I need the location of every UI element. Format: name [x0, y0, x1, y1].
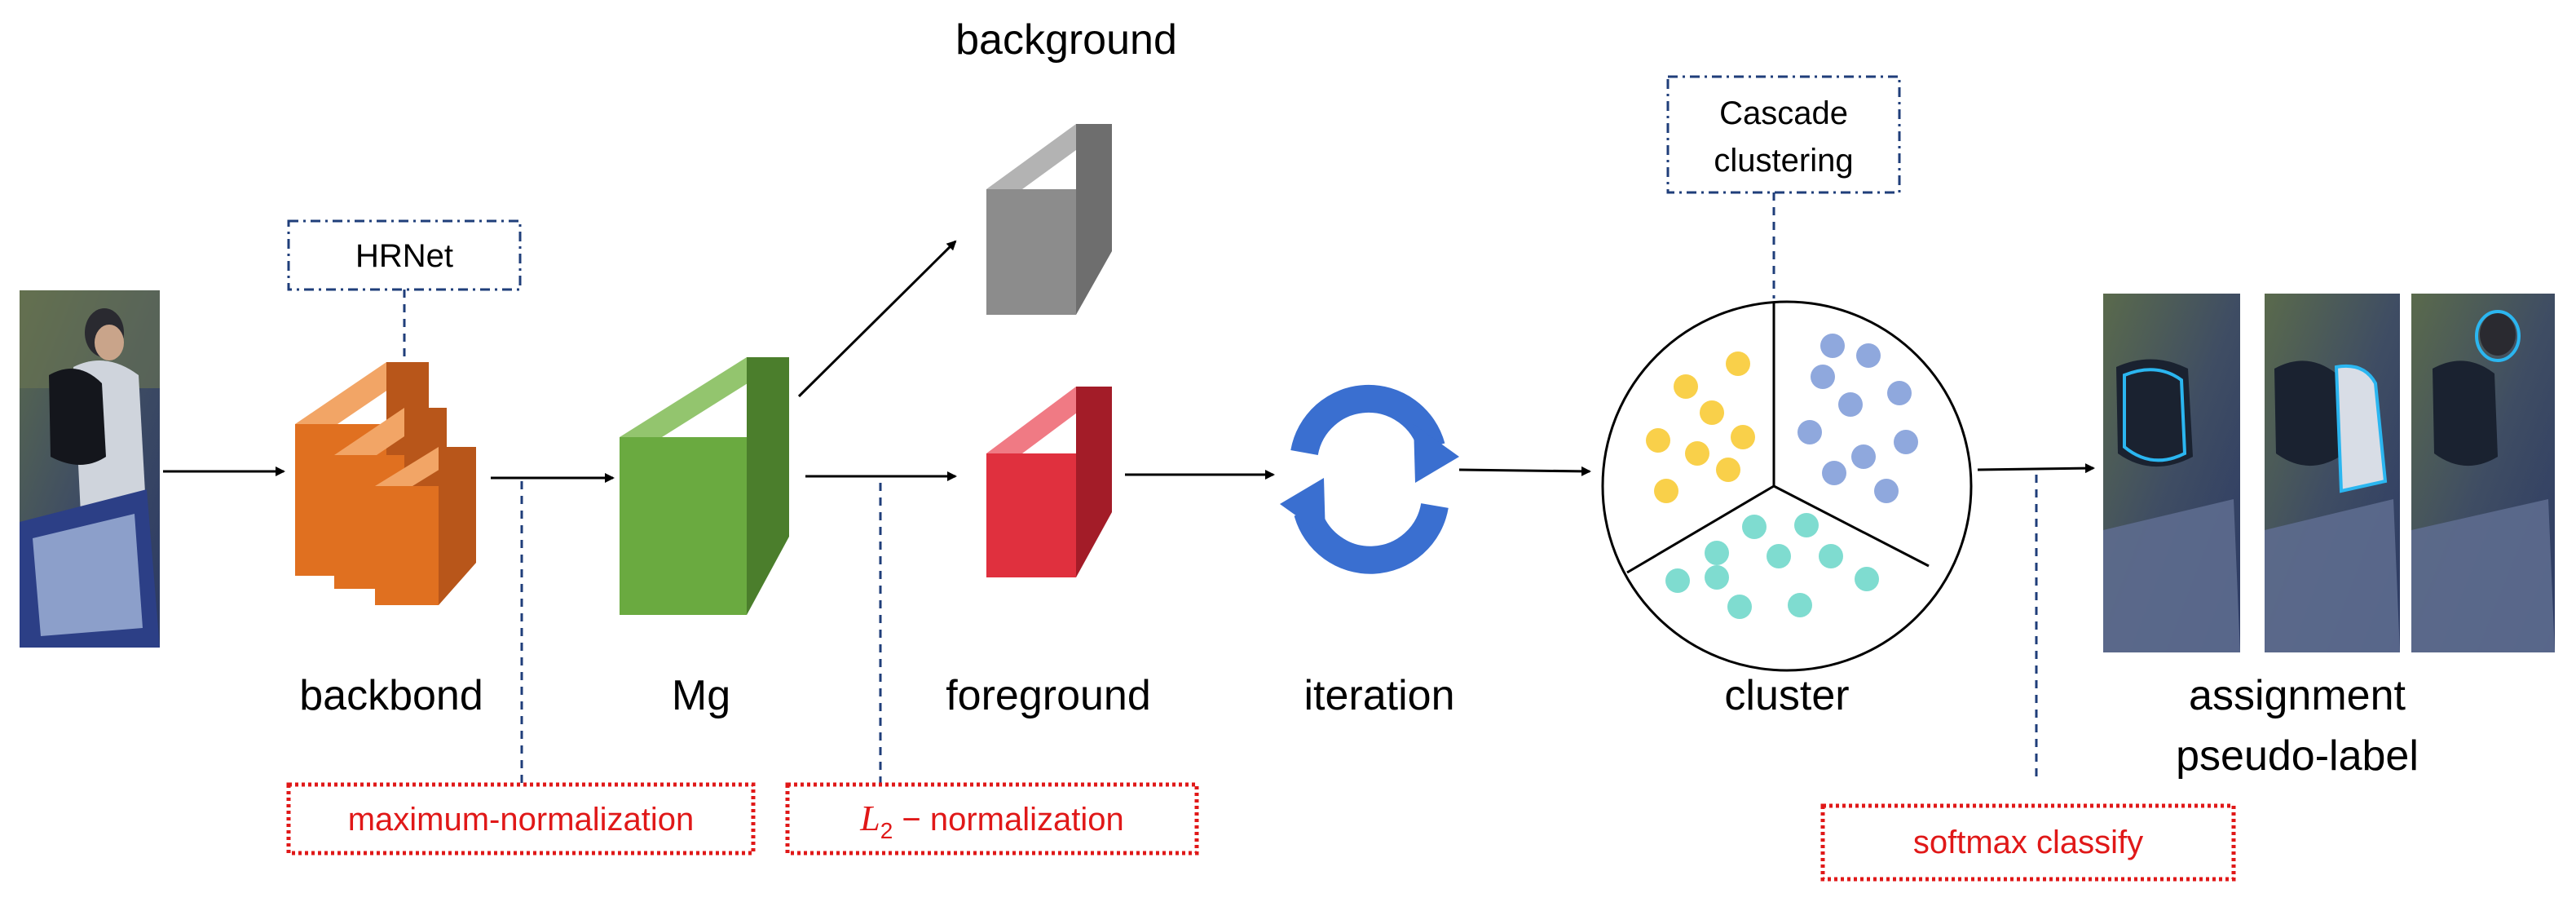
- cascade-label-line2: clustering: [1714, 143, 1853, 179]
- yellow-cluster-dots: [1646, 352, 1755, 503]
- hrnet-annotation-box: [287, 219, 522, 291]
- cycle-arrows-icon: [1280, 384, 1459, 574]
- cluster-circle: [1601, 300, 1973, 672]
- arrow-iteration-to-cluster: [1458, 466, 1591, 476]
- background-block: [986, 124, 1112, 315]
- assignment-photo-2: [2265, 294, 2400, 652]
- iteration-label: iteration: [1304, 672, 1455, 719]
- mg-label: Mg: [672, 672, 730, 719]
- l2norm-box: [785, 782, 1199, 856]
- maxnorm-label: maximum-normalization: [348, 802, 695, 838]
- teal-cluster-dots: [1665, 513, 1879, 619]
- cascade-label-line1: Cascade: [1719, 95, 1848, 131]
- backbone-block: [295, 362, 476, 605]
- assignment-label: assignment: [2189, 672, 2406, 719]
- foreground-block: [986, 387, 1112, 577]
- assignment-photo-3: [2411, 294, 2555, 652]
- cascade-annotation-box: [1666, 75, 1901, 194]
- arrow-cluster-to-assignment: [1977, 463, 2095, 474]
- foreground-label: foreground: [946, 672, 1151, 719]
- assignment-photo-1: [2103, 294, 2240, 652]
- input-person-photo: [20, 290, 160, 648]
- arrow-mg-to-background: [797, 240, 957, 398]
- background-label: background: [955, 16, 1177, 64]
- maxnorm-box: [286, 782, 756, 856]
- backbond-label: backbond: [299, 672, 483, 719]
- hrnet-label: HRNet: [355, 238, 453, 274]
- pseudo-label-label: pseudo-label: [2176, 732, 2419, 780]
- l2norm-label: L2 − normalization: [859, 798, 1124, 843]
- softmax-box: [1820, 803, 2236, 882]
- softmax-label: softmax classify: [1913, 825, 2143, 860]
- mg-block: [620, 357, 789, 615]
- cluster-label: cluster: [1724, 672, 1849, 719]
- blue-cluster-dots: [1797, 334, 1918, 503]
